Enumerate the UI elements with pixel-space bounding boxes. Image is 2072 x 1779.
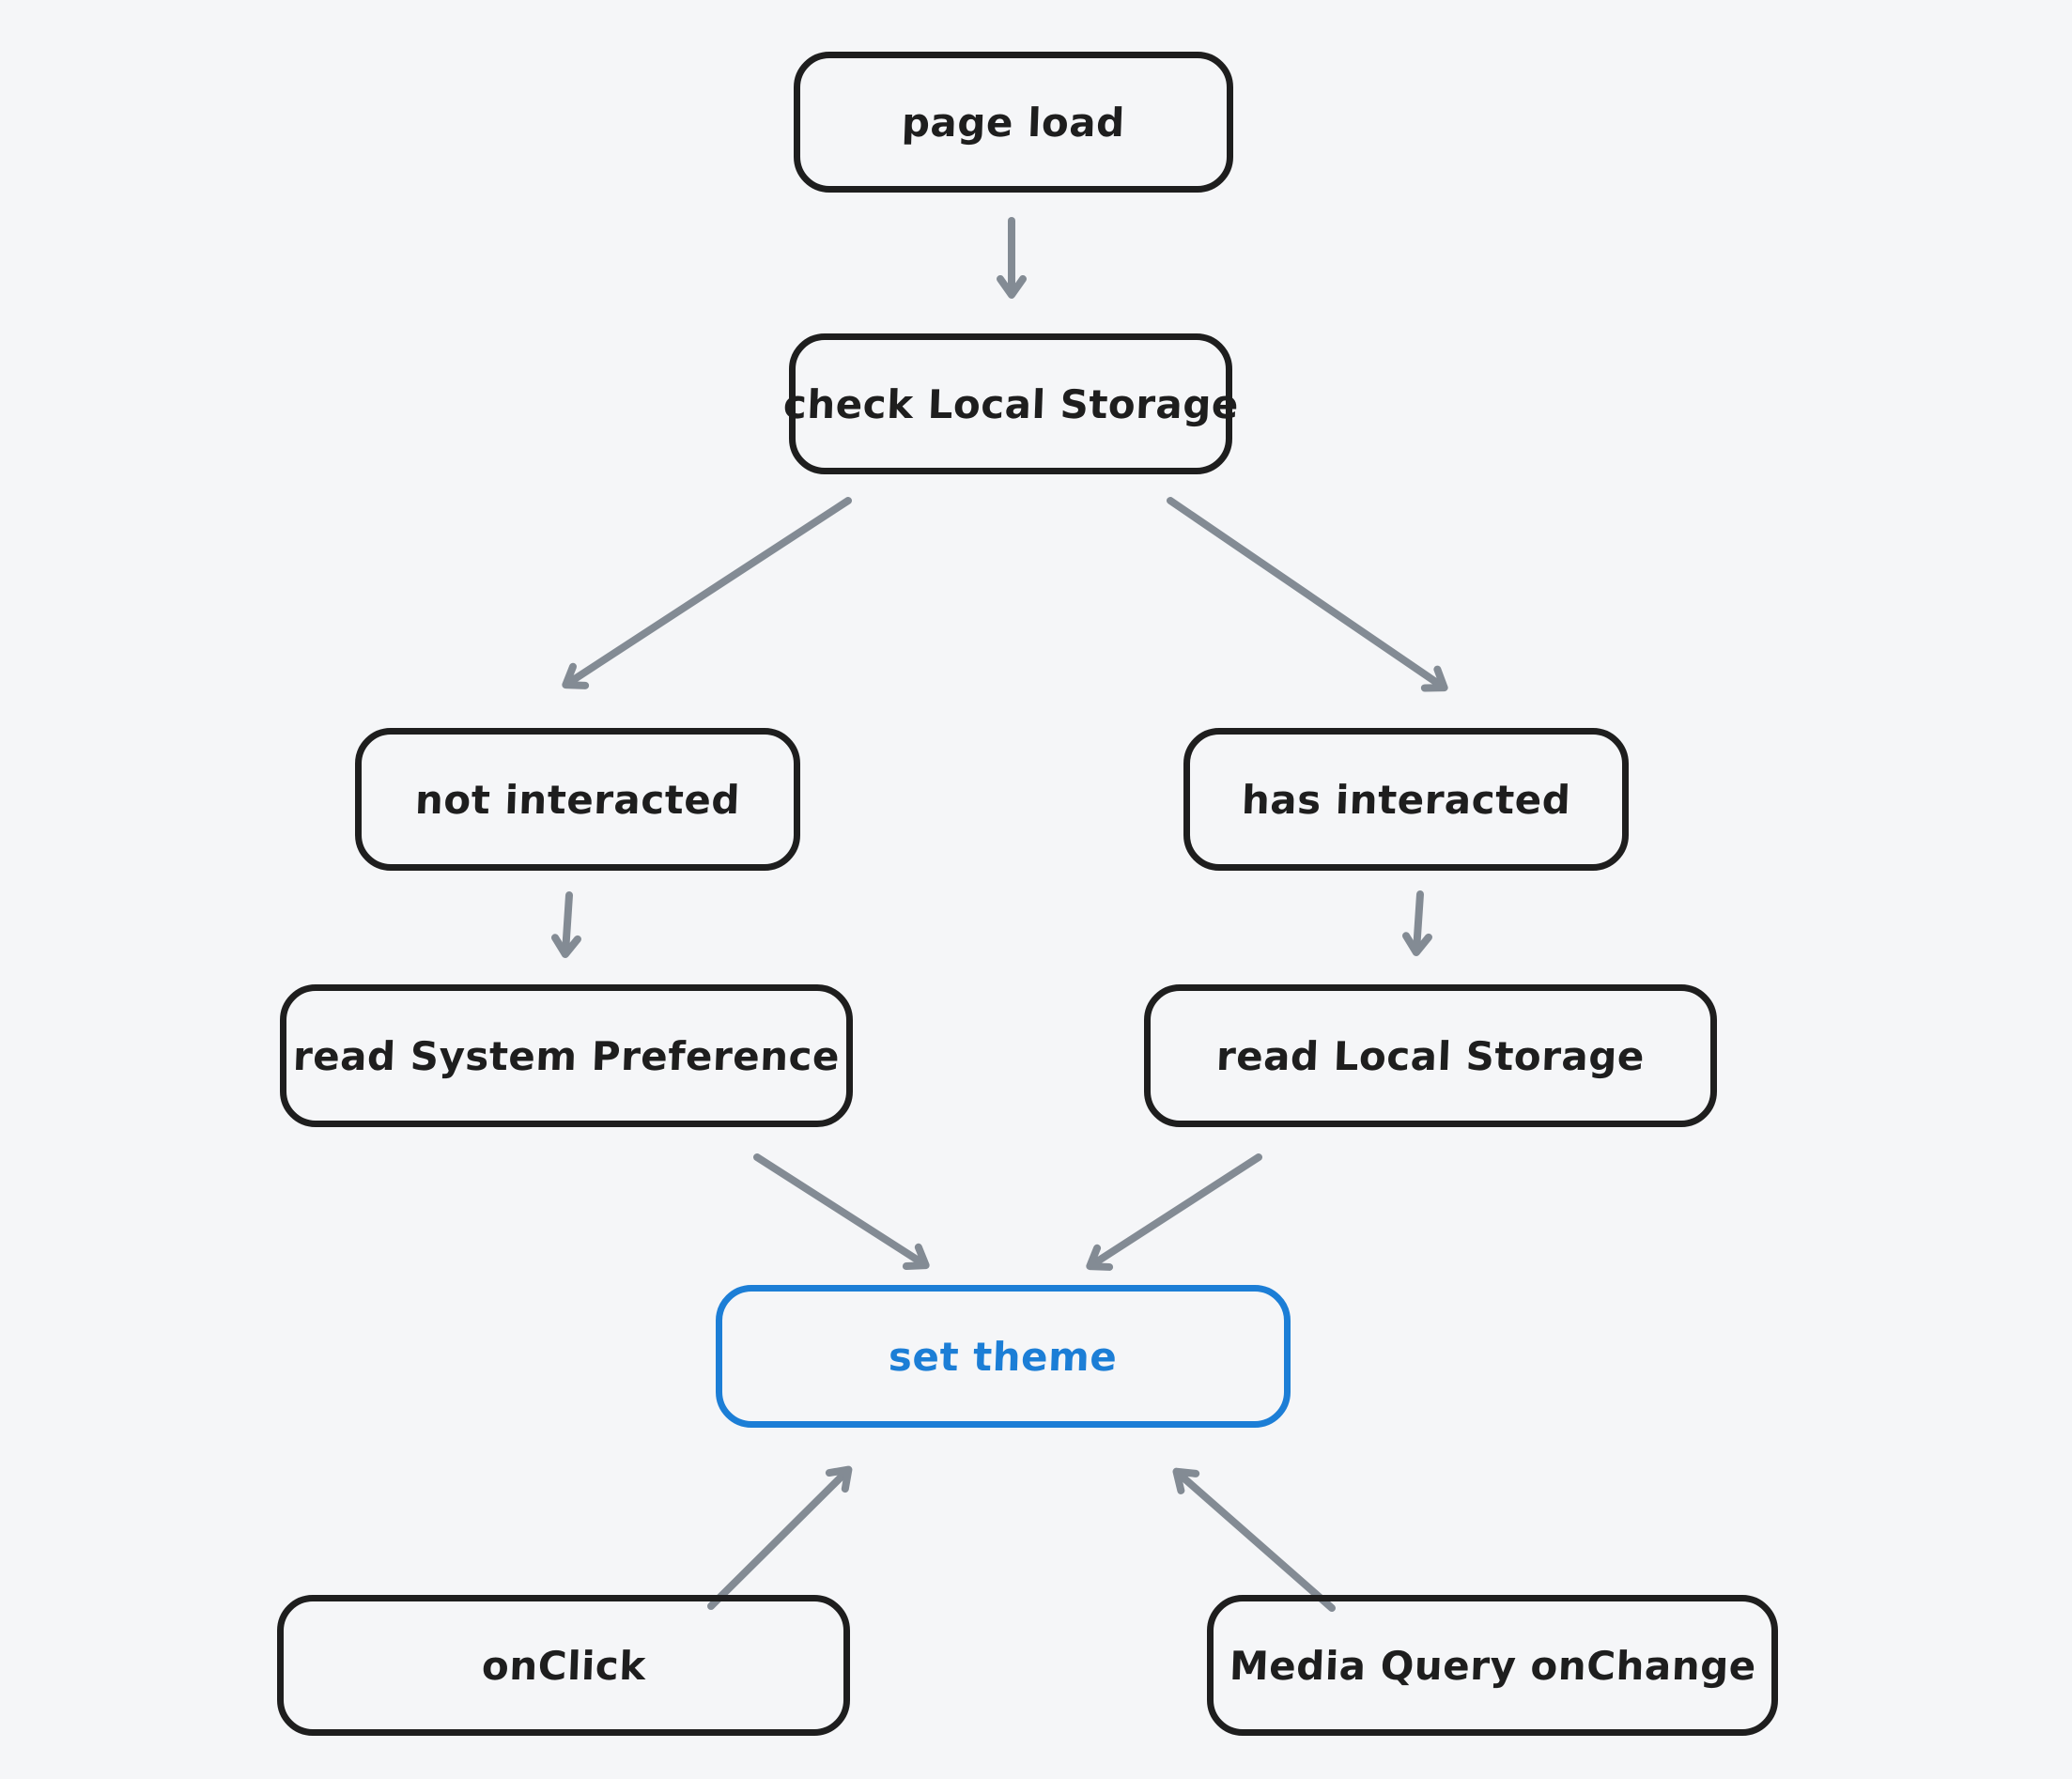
node-page-load: page load: [794, 52, 1233, 193]
arrow-has-interacted-to-read-local-storage: [1402, 890, 1432, 956]
node-read-local-storage-label: read Local Storage: [1215, 1032, 1646, 1079]
arrow-onclick-to-set-theme: [707, 1465, 853, 1610]
node-media-query-onchange-label: Media Query onChange: [1228, 1642, 1757, 1689]
node-has-interacted-label: has interacted: [1240, 776, 1572, 823]
arrow-not-interacted-to-read-system-preference: [551, 891, 581, 958]
node-on-click: onClick: [277, 1595, 850, 1736]
node-not-interacted-label: not interacted: [414, 776, 741, 823]
node-set-theme-label: set theme: [888, 1333, 1119, 1380]
node-read-system-preference: read System Preference: [280, 984, 853, 1127]
arrow-read-local-storage-to-set-theme: [1086, 1153, 1262, 1271]
node-has-interacted: has interacted: [1183, 728, 1629, 871]
arrow-check-local-storage-to-has-interacted: [1167, 497, 1448, 692]
node-on-click-label: onClick: [480, 1642, 647, 1689]
node-page-load-label: page load: [901, 99, 1126, 146]
arrow-read-system-preference-to-set-theme: [753, 1153, 930, 1271]
node-check-local-storage: check Local Storage: [782, 333, 1239, 474]
node-read-local-storage: read Local Storage: [1144, 984, 1717, 1127]
node-media-query-onchange: Media Query onChange: [1207, 1595, 1778, 1736]
node-not-interacted: not interacted: [355, 728, 800, 871]
node-set-theme: set theme: [716, 1285, 1291, 1428]
node-check-local-storage-label: check Local Storage: [781, 380, 1240, 427]
arrow-media-query-onchange-to-set-theme: [1172, 1467, 1336, 1612]
arrow-check-local-storage-to-not-interacted: [562, 497, 852, 689]
node-read-system-preference-label: read System Preference: [292, 1032, 841, 1079]
